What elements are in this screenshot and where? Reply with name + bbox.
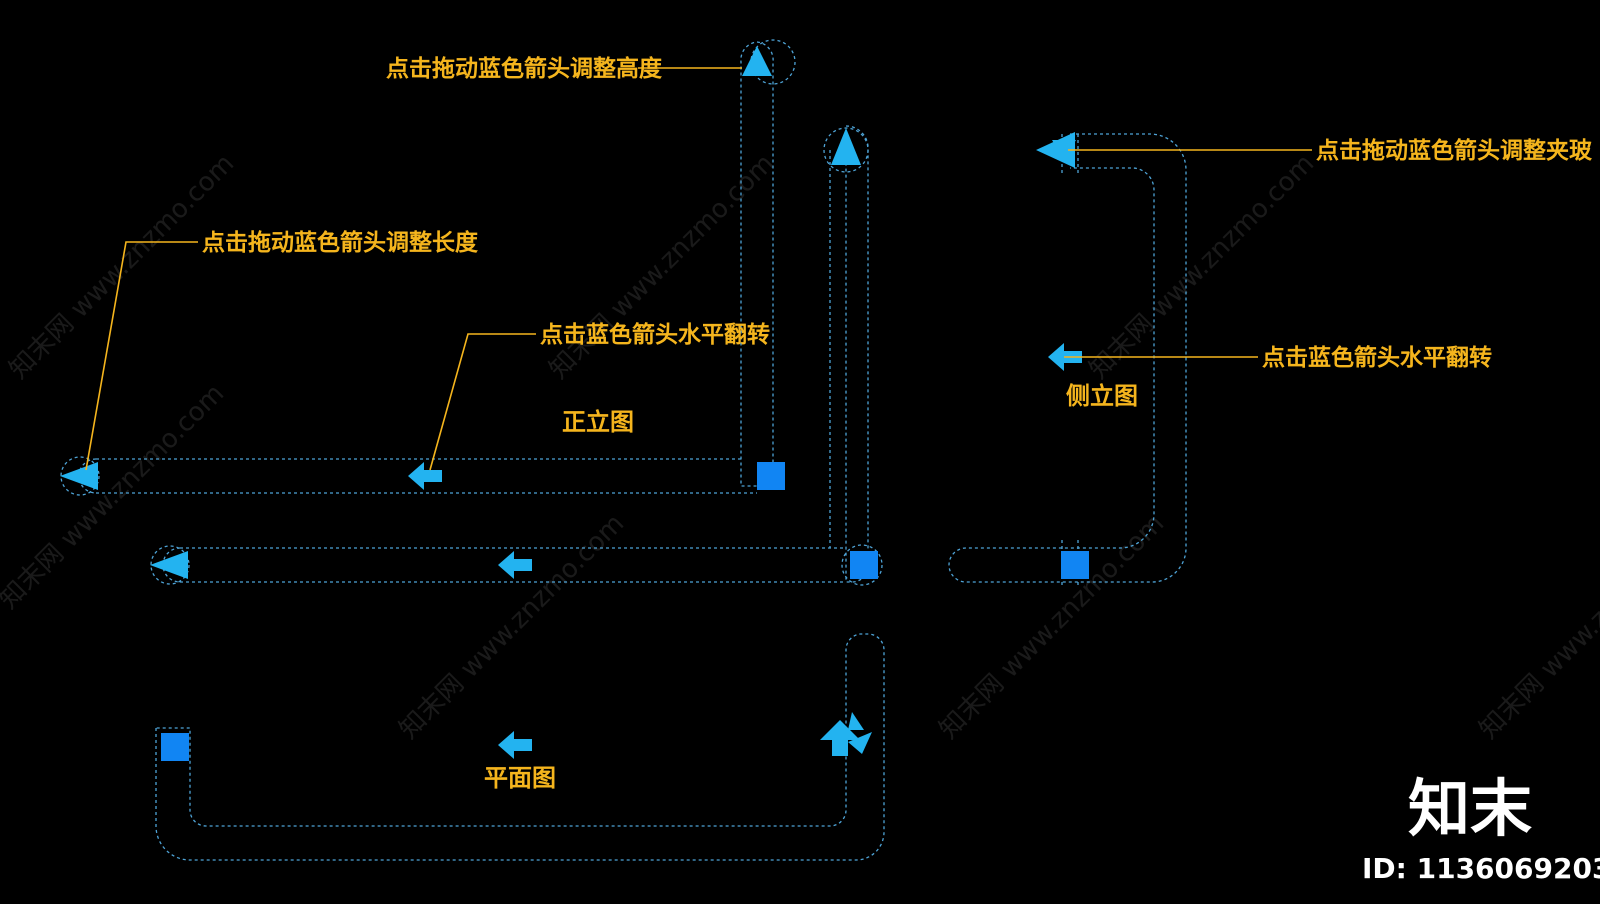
annotation-adjust-clip: 点击拖动蓝色箭头调整夹玻 — [1316, 137, 1593, 164]
grip-rotate-arrow-plan-3[interactable] — [848, 712, 864, 730]
leader-flip-front — [429, 333, 536, 471]
annotation-flip-side: 点击蓝色箭头水平翻转 — [1262, 344, 1492, 371]
watermark: 知末网 www.znzmo.com — [934, 509, 1170, 745]
view-label-side: 侧立图 — [1066, 382, 1138, 410]
grip-base-square-plan[interactable] — [161, 733, 189, 761]
watermark: 知末网 www.znzmo.com — [1474, 509, 1600, 745]
plan-view — [155, 633, 885, 861]
grip-base-square-front[interactable] — [757, 462, 785, 490]
watermark: 知末网 www.znzmo.com — [544, 149, 780, 385]
annotation-adjust-length: 点击拖动蓝色箭头调整长度 — [202, 229, 479, 256]
brand-logo: 知末 — [1408, 772, 1532, 845]
side-elevation — [948, 132, 1187, 588]
front-elevation-lower — [150, 125, 883, 586]
leader-lines — [85, 67, 1312, 471]
grip-rotate-arrow-plan-2[interactable] — [848, 732, 872, 754]
grip-clip-arrow-2[interactable] — [1052, 140, 1076, 160]
view-label-front: 正立图 — [562, 408, 634, 436]
grip-flip-arrow-plan[interactable] — [498, 731, 532, 759]
grip-base-square-side[interactable] — [1061, 551, 1089, 579]
grip-end-arrow-lower[interactable] — [150, 551, 188, 579]
front-vertical-bar — [740, 41, 774, 487]
grip-height-arrow[interactable] — [742, 46, 772, 76]
front-elevation — [60, 39, 796, 496]
brand-id-label: ID: 1136069203 — [1362, 852, 1600, 885]
side-bar-outer — [948, 133, 1187, 583]
lower-corner-circle — [841, 544, 883, 586]
grip-flip-arrow-front[interactable] — [408, 462, 442, 490]
lower-end-circle — [150, 545, 190, 585]
front-end-circle — [60, 456, 100, 496]
annotation-flip-front: 点击蓝色箭头水平翻转 — [540, 321, 770, 348]
leader-length — [85, 241, 198, 471]
grip-base-square-lower[interactable] — [850, 551, 878, 579]
watermark: 知末网 www.znzmo.com — [394, 509, 630, 745]
lower-vertical-bar — [845, 125, 869, 583]
plan-bar-outer — [155, 633, 885, 861]
view-label-plan: 平面图 — [484, 764, 556, 792]
grip-flip-arrow-lower[interactable] — [498, 551, 532, 579]
grip-rotate-arrow-plan[interactable] — [820, 720, 860, 756]
annotation-adjust-height: 点击拖动蓝色箭头调整高度 — [386, 55, 663, 82]
grip-length-arrow[interactable] — [60, 462, 98, 490]
watermark: 知末网 www.znzmo.com — [0, 379, 230, 615]
grip-top-arrow-lower[interactable] — [831, 128, 861, 165]
